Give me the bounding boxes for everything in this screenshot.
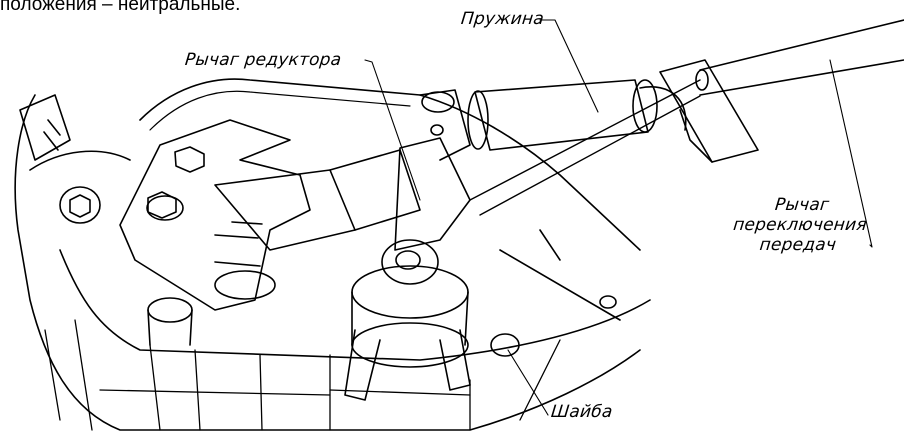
- label-gear-shift-lever: Рычаг переключения передач: [722, 195, 878, 255]
- reducer-lever: [394, 89, 471, 251]
- housing-right-detail: [499, 229, 621, 321]
- intro-text: положения – нейтральные.: [0, 0, 241, 15]
- leader-spring: [539, 19, 599, 113]
- linkage-arm: [214, 169, 356, 251]
- housing-outline: [14, 94, 641, 431]
- housing-inner-rim: [59, 249, 651, 361]
- leader-lines: [364, 19, 873, 416]
- housing-ribs: [44, 319, 561, 431]
- label-spring: Пружина: [459, 9, 545, 29]
- spring: [467, 79, 687, 151]
- washer-shape: [490, 333, 520, 357]
- leader-reducer-lever: [364, 59, 421, 201]
- bolt-head-lower: [147, 191, 177, 219]
- leader-washer: [507, 349, 549, 416]
- leader-gear-lever: [829, 59, 873, 248]
- label-washer: Шайба: [549, 402, 614, 422]
- left-mechanism: [19, 94, 131, 224]
- label-reducer-lever: Рычаг редуктора: [183, 50, 343, 70]
- bolt-head-upper: [174, 146, 205, 173]
- label-gear-lever-line-2: переключения: [732, 215, 868, 235]
- label-gear-lever-line-3: передач: [758, 235, 838, 255]
- label-gear-lever-line-1: Рычаг: [774, 195, 831, 215]
- reducer-bracket: [119, 119, 311, 346]
- lever-pivot: [344, 239, 471, 401]
- gear-shift-rod: [469, 19, 904, 216]
